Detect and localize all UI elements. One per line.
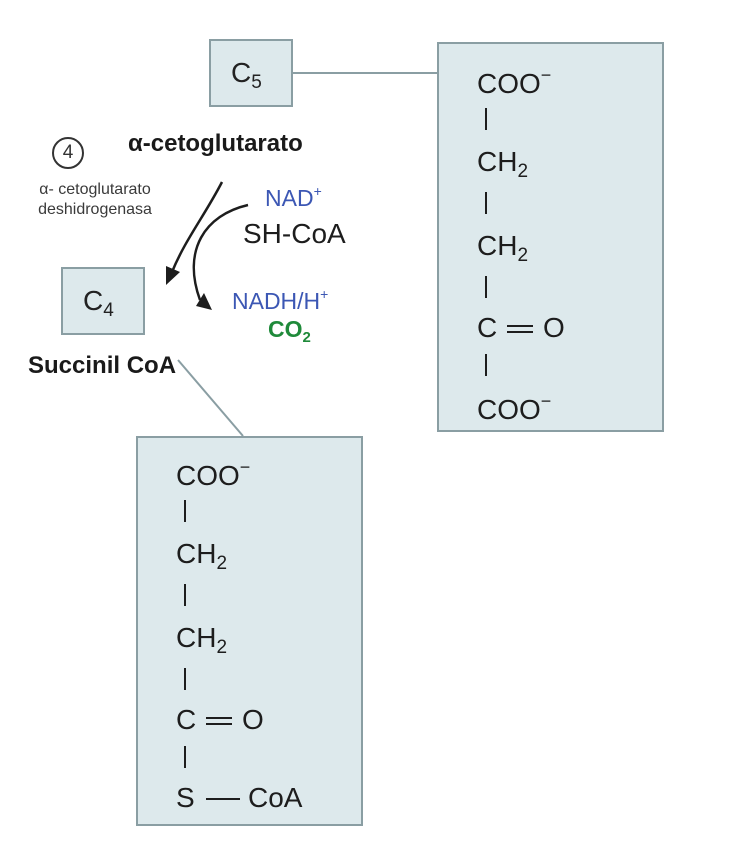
cofactor-nadh: NADH/H+ [232, 286, 329, 314]
akg-carbonyl-c: C [477, 312, 498, 343]
product-name: Succinil CoA [28, 352, 177, 379]
sc-coa: CoA [248, 782, 303, 813]
akg-double-bond [507, 325, 533, 333]
reaction-arrow [170, 181, 224, 273]
sc-ch2-b: CH2 [176, 622, 228, 658]
akg-ch2-b: CH2 [477, 230, 529, 266]
c5-box: C5 [209, 39, 293, 107]
substrate-name: α-cetoglutarato [128, 130, 303, 157]
sc-double-bond [206, 717, 232, 725]
sc-bond-2 [184, 584, 186, 606]
step-number-badge: 4 [52, 137, 84, 169]
c4-box: C4 [61, 267, 145, 335]
sc-s-coa-bond [206, 798, 240, 800]
cofactor-arrowhead [196, 293, 212, 310]
c5-label: C5 [231, 57, 262, 93]
akg-ch2-a: CH2 [477, 146, 529, 182]
sc-bond-4 [184, 746, 186, 768]
sc-bond-1 [184, 500, 186, 522]
sc-carbonyl-c: C [176, 704, 197, 735]
cofactor-co2: CO2 [268, 316, 311, 346]
akg-bond-3 [485, 276, 487, 298]
sc-carbonyl-o: O [242, 704, 264, 735]
akg-bond-1 [485, 108, 487, 130]
akg-bond-2 [485, 192, 487, 214]
cofactor-curve [192, 203, 249, 301]
reaction-arrowhead [166, 266, 180, 285]
akg-carbonyl-o: O [543, 312, 565, 343]
cofactor-shcoa: SH-CoA [243, 218, 346, 249]
c4-connector [177, 359, 244, 437]
sc-coo-top: COO− [176, 457, 251, 491]
cofactor-nad: NAD+ [265, 183, 322, 211]
enzyme-name: α- cetoglutarato deshidrogenasa [38, 181, 152, 218]
sc-sulfur: S [176, 782, 195, 813]
alpha-ketoglutarate-structure: COO− CH2 CH2 C O COO− [437, 42, 664, 432]
sc-bond-3 [184, 668, 186, 690]
akg-coo-bottom: COO− [477, 391, 552, 425]
c4-label: C4 [83, 285, 114, 321]
akg-coo-top: COO− [477, 65, 552, 99]
succinyl-coa-structure: COO− CH2 CH2 C O S CoA [136, 436, 363, 826]
akg-bond-4 [485, 354, 487, 376]
sc-ch2-a: CH2 [176, 538, 228, 574]
